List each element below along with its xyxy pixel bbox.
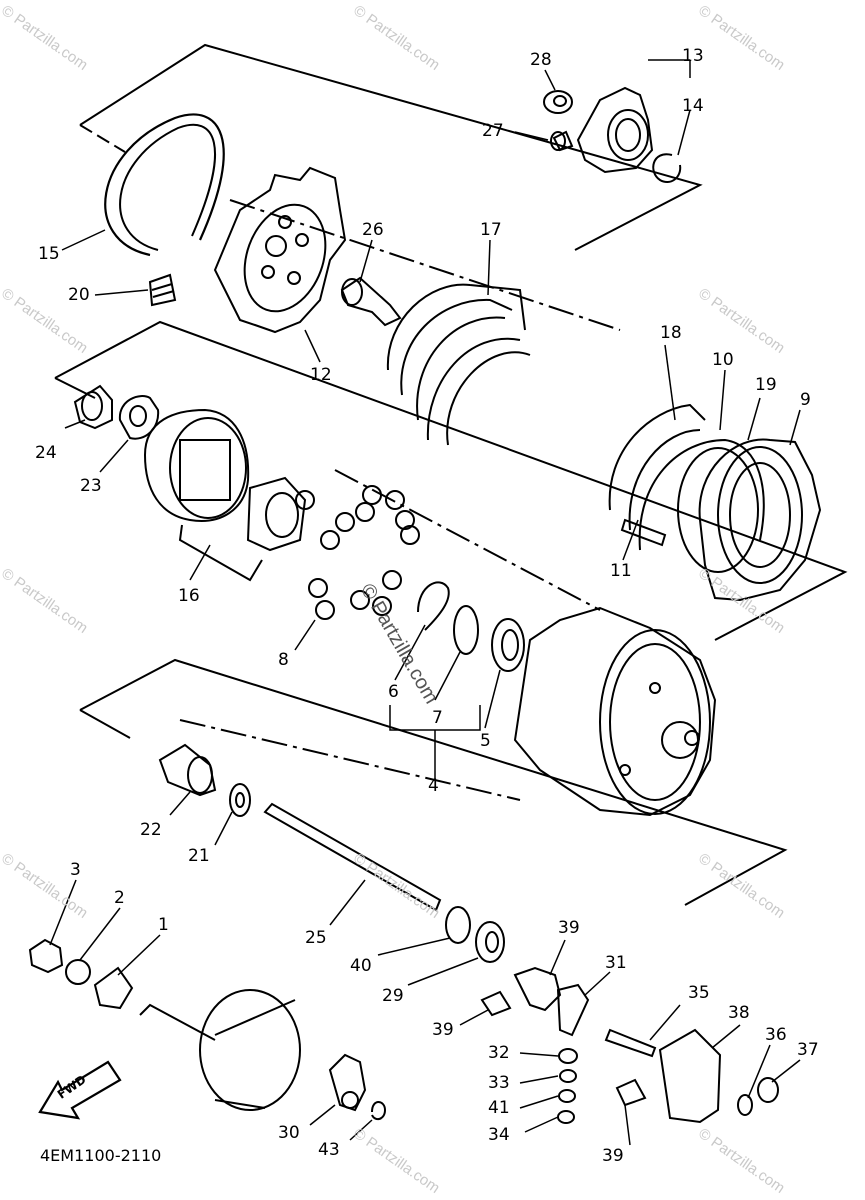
push-rod-25-part — [263, 802, 442, 912]
clip-14-part — [652, 153, 682, 184]
circlip-ring-part — [104, 113, 225, 257]
washer-41-part — [445, 906, 471, 944]
leader-lines — [49, 59, 801, 1146]
part-label-8[interactable]: 8 — [278, 650, 289, 670]
part-label-22[interactable]: 22 — [140, 820, 162, 840]
wire-19-part — [677, 447, 759, 573]
part-label-41[interactable]: 40 — [350, 956, 372, 976]
part-label-11[interactable]: 11 — [610, 561, 632, 581]
steel-balls-part — [295, 485, 420, 620]
clutch-boss-part — [143, 408, 307, 582]
friction-plate-18-part — [608, 403, 706, 531]
part-label-28[interactable]: 28 — [530, 50, 552, 70]
cam-31-part — [556, 983, 590, 1037]
bearing-1-part — [93, 966, 134, 1010]
part-label-3[interactable]: 3 — [70, 860, 81, 880]
diagram-code: 4EM1100-2110 — [40, 1146, 162, 1165]
part-label-23[interactable]: 23 — [80, 476, 102, 496]
pressure-plate-part — [213, 166, 347, 334]
part-label-31[interactable]: 31 — [605, 953, 627, 973]
circlip-6-part — [417, 581, 450, 631]
nut-37-part — [757, 1077, 779, 1103]
clip-34-part — [557, 1110, 575, 1124]
fwd-arrow-icon — [38, 1060, 122, 1120]
frame-upper — [79, 43, 703, 251]
part-label-42[interactable]: 41 — [488, 1098, 510, 1118]
part-label-4[interactable]: 4 — [428, 776, 439, 796]
part-label-14[interactable]: 14 — [682, 96, 704, 116]
part-label-40[interactable]: 39 — [558, 918, 580, 938]
part-label-5[interactable]: 5 — [480, 731, 491, 751]
part-label-15[interactable]: 15 — [38, 244, 60, 264]
spacer-22-part — [158, 743, 217, 797]
part-label-20[interactable]: 20 — [68, 285, 90, 305]
part-label-1[interactable]: 1 — [158, 915, 169, 935]
lever-30-part — [328, 1053, 367, 1112]
clutch-housing-part — [513, 606, 717, 817]
part-label-43[interactable]: 43 — [318, 1140, 340, 1160]
washer-36-part — [737, 1094, 753, 1116]
bracket-38-part — [658, 1028, 722, 1124]
part-label-38[interactable]: 38 — [728, 1003, 750, 1023]
bolt-35-part — [604, 1028, 657, 1058]
lock-washer-part — [118, 395, 160, 440]
part-label-34[interactable]: 34 — [488, 1125, 510, 1145]
part-label-19[interactable]: 19 — [755, 375, 777, 395]
bearing-29-part — [475, 921, 505, 963]
primary-drive-gear-part — [139, 989, 301, 1111]
part-label-39-upper[interactable]: 39 — [432, 1020, 454, 1040]
washer-21-part — [229, 783, 251, 817]
part-label-36[interactable]: 36 — [765, 1025, 787, 1045]
friction-plates-part — [386, 283, 531, 446]
part-label-10[interactable]: 10 — [712, 350, 734, 370]
part-label-18[interactable]: 18 — [660, 323, 682, 343]
bolt-39b-part — [615, 1078, 647, 1107]
part-label-33[interactable]: 33 — [488, 1073, 510, 1093]
part-label-2[interactable]: 2 — [114, 888, 125, 908]
part-label-12[interactable]: 12 — [310, 365, 332, 385]
screw-27-part — [550, 130, 574, 152]
part-label-25[interactable]: 25 — [305, 928, 327, 948]
washer-32-part — [558, 1048, 578, 1064]
part-label-24[interactable]: 24 — [35, 443, 57, 463]
bearing-housing-part — [576, 86, 654, 174]
frame-lower — [79, 658, 788, 906]
part-label-27[interactable]: 27 — [482, 121, 504, 141]
clutch-spring-part — [148, 273, 177, 307]
clutch-plate-10-part — [638, 438, 765, 551]
part-label-13[interactable]: 13 — [682, 46, 704, 66]
nut-3-part — [28, 938, 64, 974]
part-label-32[interactable]: 32 — [488, 1043, 510, 1063]
washer-42-part — [558, 1089, 576, 1103]
push-lever-40-part — [513, 966, 562, 1012]
plate-9-part — [698, 438, 822, 602]
clip-43-part — [371, 1101, 387, 1121]
part-label-9[interactable]: 9 — [800, 390, 811, 410]
part-label-21[interactable]: 21 — [188, 846, 210, 866]
push-rod-part — [340, 276, 402, 327]
part-label-29[interactable]: 29 — [382, 986, 404, 1006]
part-label-35[interactable]: 35 — [688, 983, 710, 1003]
washer-28-part — [543, 90, 573, 114]
frame-middle — [54, 320, 848, 641]
washer-7-part — [453, 605, 479, 655]
bearing-5-part — [491, 618, 525, 672]
part-label-16[interactable]: 16 — [178, 586, 200, 606]
bolt-39a-part — [480, 990, 512, 1017]
washer-2-part — [65, 959, 91, 985]
part-label-39-lower[interactable]: 39 — [602, 1146, 624, 1166]
oring-33-part — [559, 1069, 577, 1083]
part-label-26[interactable]: 26 — [362, 220, 384, 240]
part-label-37[interactable]: 37 — [797, 1040, 819, 1060]
part-label-7[interactable]: 7 — [432, 708, 443, 728]
part-label-6[interactable]: 6 — [388, 682, 399, 702]
bolt-11-part — [620, 518, 667, 547]
axis-lines — [179, 199, 621, 801]
part-label-17[interactable]: 17 — [480, 220, 502, 240]
part-label-30[interactable]: 30 — [278, 1123, 300, 1143]
